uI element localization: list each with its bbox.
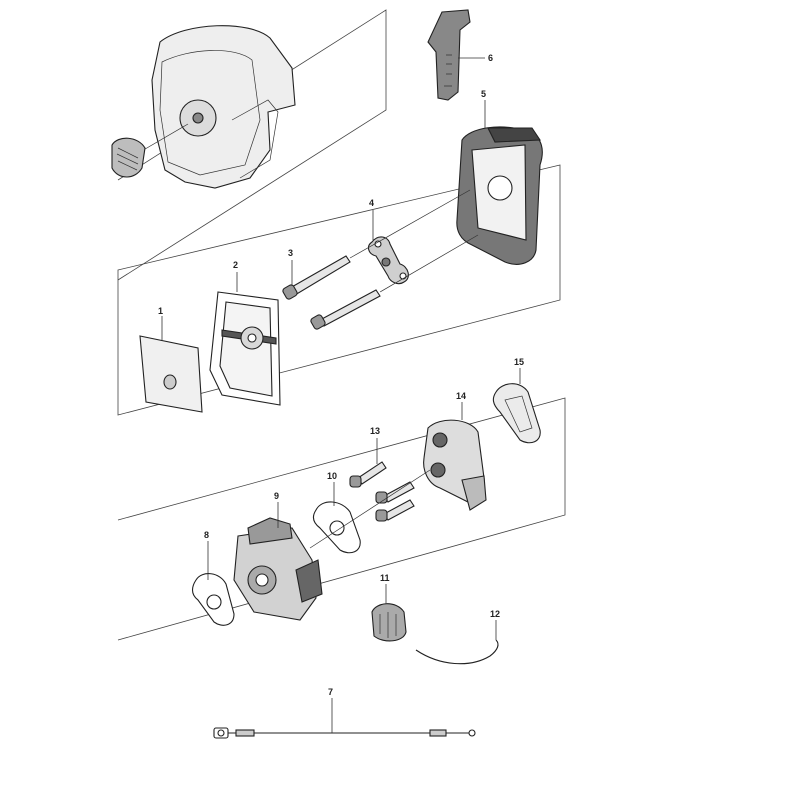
cover-knob-axis (139, 123, 189, 153)
bracket-6-detail (444, 54, 452, 87)
lower-panel-outline (117, 397, 566, 641)
callout-3: 3 (288, 248, 293, 258)
callout-13: 13 (370, 426, 380, 436)
callout-14: 14 (456, 391, 466, 401)
cable-7-right-end (468, 729, 476, 737)
cover-knob-grip (116, 147, 139, 171)
bolt-13-mid-head (375, 491, 388, 504)
leader-lines (161, 57, 521, 733)
cover-right-flap (231, 99, 279, 179)
cable-7-ferrule (235, 729, 255, 737)
cover-body (151, 25, 296, 189)
callout-2: 2 (233, 260, 238, 270)
callout-5: 5 (481, 89, 486, 99)
middle-panel-outline (117, 164, 561, 416)
part-15-gasket (492, 383, 541, 444)
intake-14-port-b (430, 462, 446, 478)
primer-11-ribs (379, 612, 397, 638)
part-6-bracket (427, 9, 471, 101)
bolt-3-lower (319, 289, 381, 327)
part-8-gasket (191, 573, 235, 626)
callout-7: 7 (328, 687, 333, 697)
callout-11: 11 (380, 573, 390, 583)
pad-1-hole (163, 374, 177, 390)
intake-14-port-a (432, 432, 448, 448)
cable-7-right-ferrule (429, 729, 447, 737)
engine-cover (111, 25, 296, 189)
cover-inner-panel (159, 50, 261, 176)
intake-14-tab (461, 475, 487, 511)
callout-9: 9 (274, 491, 279, 501)
carburetor-9-bore-inner (255, 573, 269, 587)
plate-4-hole-b (399, 272, 407, 280)
housing-5-port (487, 175, 513, 201)
bolt-13-mid (383, 481, 415, 503)
bolt-3-axis-upper (349, 189, 471, 259)
carburetor-9-axis (309, 469, 431, 549)
part-11-primer (371, 603, 407, 642)
part-5-filter-housing (456, 126, 543, 265)
callout-labels: 1 2 3 4 5 6 7 8 9 10 11 12 13 14 15 (158, 53, 524, 697)
cover-knob (111, 137, 146, 178)
bolt-13-top-head (349, 475, 362, 488)
hose-12-tube (415, 639, 499, 665)
callout-6: 6 (488, 53, 493, 63)
bolt-13-top (357, 461, 387, 485)
bolt-3-axis-lower (379, 234, 479, 293)
part-10-gasket (312, 501, 361, 554)
gasket-15-inner (504, 395, 533, 433)
frame-2-inner (219, 301, 273, 397)
frame-2-port-center (247, 333, 257, 343)
part-12-hose (415, 639, 499, 665)
carburetor-9-linkage (295, 559, 323, 603)
gasket-8-hole (206, 594, 222, 610)
part-1-filter-pad (139, 335, 203, 413)
callout-15: 15 (514, 357, 524, 367)
cable-7-left-eye (217, 729, 225, 737)
bolt-3-upper (289, 255, 351, 296)
gasket-10-hole (329, 520, 345, 536)
housing-5-top-lip (487, 127, 541, 143)
primer-11-body (371, 603, 407, 642)
part-2-filter-frame (209, 291, 281, 406)
gasket-15-shape (492, 383, 541, 444)
callout-4: 4 (369, 198, 374, 208)
cover-air-hole-center (192, 112, 204, 124)
callout-1: 1 (158, 306, 163, 316)
part-14-intake (423, 419, 487, 511)
part-13-bolts (349, 461, 415, 522)
bolt-13-low (383, 499, 415, 521)
part-7-cable (213, 727, 476, 739)
carburetor-9-top (247, 517, 293, 545)
callout-12: 12 (490, 609, 500, 619)
callout-10: 10 (327, 471, 337, 481)
bolt-3-lower-head (310, 314, 326, 330)
plate-4-center (381, 257, 391, 267)
pad-1-shape (139, 335, 203, 413)
callout-8: 8 (204, 530, 209, 540)
part-9-carburetor (233, 469, 431, 621)
bolt-3-upper-head (282, 284, 298, 300)
bolt-13-low-head (375, 509, 388, 522)
part-3-bolts (282, 189, 479, 330)
